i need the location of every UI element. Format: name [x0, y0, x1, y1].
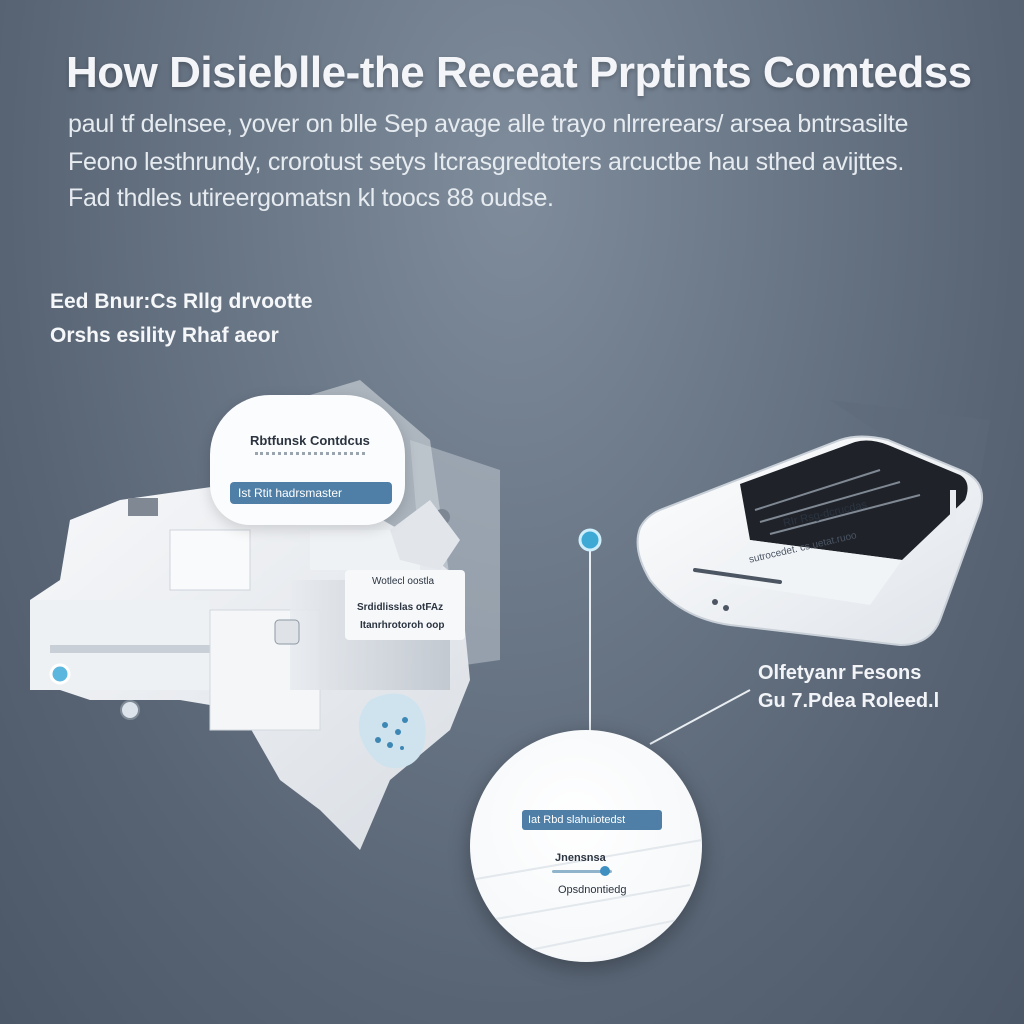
card-line-2: Srdidlisslas otFAz — [357, 602, 444, 613]
magnifier-slider-track — [552, 870, 612, 873]
intro-line-1: paul tf delnsee, yover on blle Sep avage… — [68, 110, 909, 138]
location-dot-icon — [578, 528, 602, 552]
side-label-line-2: Orshs esility Rhaf aeor — [50, 324, 279, 347]
magnifier-label-2: Opsdnontiedg — [558, 884, 627, 896]
bubble-dotted-line — [255, 452, 365, 459]
right-caption-line-1: Olfetyanr Fesons — [758, 662, 922, 684]
card-line-3: Itanrhrotoroh oop — [360, 620, 445, 631]
smartphone-illustration — [636, 400, 990, 647]
page-title: How Disieblle-the Receat Prptints Comted… — [66, 48, 972, 97]
magnifier-slider-knob — [600, 866, 610, 876]
magnifier-label-1: Jnensnsa — [555, 852, 606, 864]
magnifier-pill-label: Iat Rbd slahuiotedst — [522, 810, 662, 830]
card-line-1: Wotlecl oostla — [372, 576, 435, 587]
intro-line-3: Fad thdles utireergomatsn kl toocs 88 ou… — [68, 184, 554, 212]
bubble-pill-label: Ist Rtit hadrsmaster — [230, 482, 392, 504]
sensor-dot-icon — [49, 663, 71, 685]
info-card — [345, 570, 465, 640]
side-label-line-1: Eed Bnur:Cs Rllg drvootte — [50, 290, 313, 313]
right-caption-line-2: Gu 7.Pdea Roleed.l — [758, 690, 940, 712]
bubble-title: Rbtfunsk Contdcus — [250, 433, 370, 448]
intro-line-2: Feono lesthrundy, crorotust setys Itcras… — [68, 148, 904, 176]
magnifier-circle: Iat Rbd slahuiotedst Jnensnsa Opsdnontie… — [470, 730, 702, 962]
info-bubble — [210, 395, 405, 525]
magnifier-lines — [470, 839, 702, 951]
sensor-icon — [120, 700, 140, 720]
